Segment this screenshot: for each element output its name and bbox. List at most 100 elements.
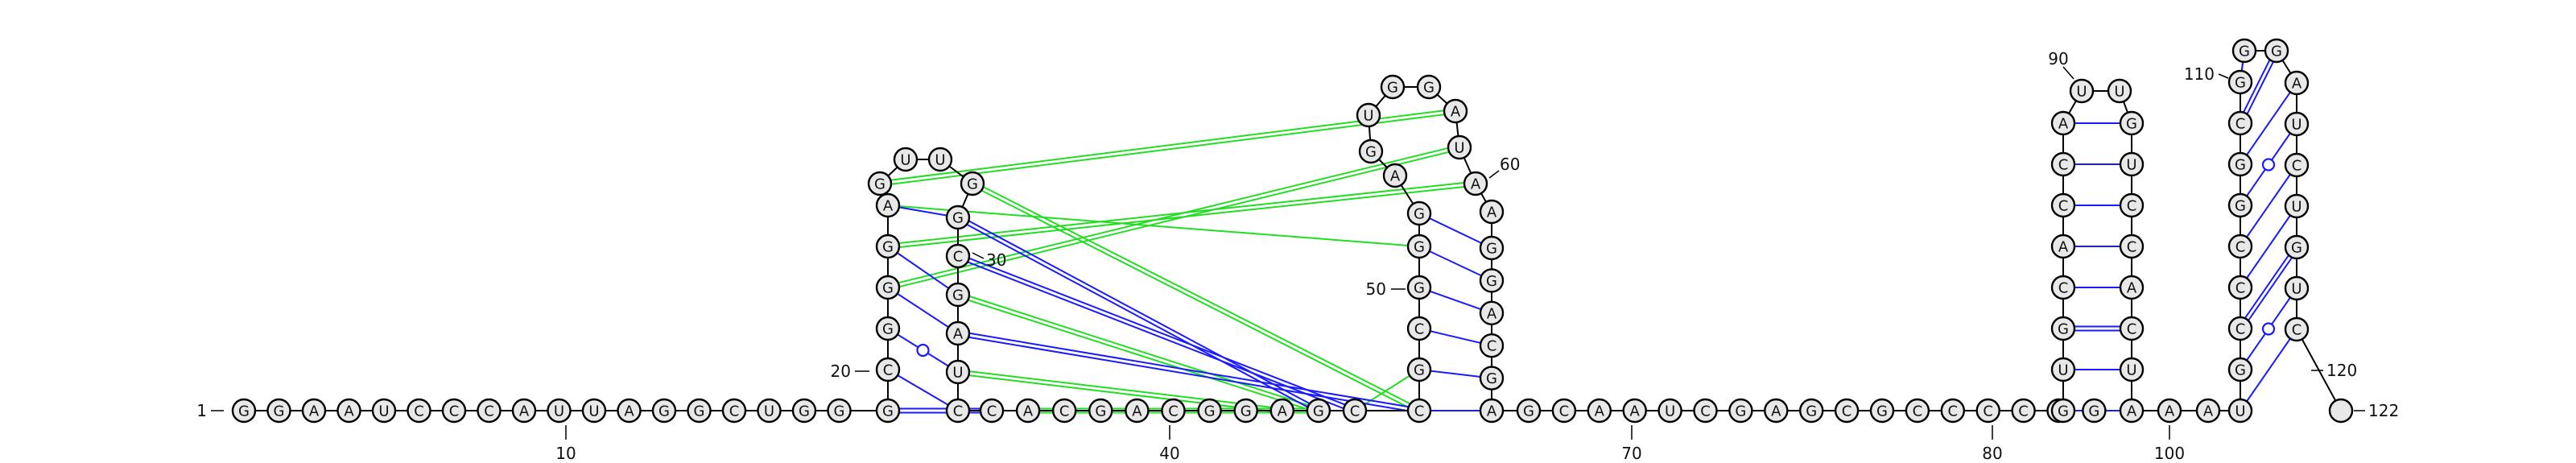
nucleotide: G xyxy=(1406,234,1432,259)
tick-mark xyxy=(2218,73,2229,79)
nucleotide: U xyxy=(2284,193,2310,219)
nucleotide: C xyxy=(2119,234,2145,259)
tertiary-interaction xyxy=(887,205,1420,247)
nucleotide-letter: A xyxy=(1487,305,1497,322)
nucleotide-letter: C xyxy=(484,403,494,420)
nucleotide: A xyxy=(301,398,327,424)
tertiary-interaction xyxy=(888,148,1460,291)
nucleotide-letter: G xyxy=(1523,403,1534,420)
position-label: 40 xyxy=(1159,444,1179,463)
nucleotide-letter: U xyxy=(764,403,774,420)
nucleotide: U xyxy=(945,359,971,385)
backbone xyxy=(244,50,2342,411)
nucleotide-letter: A xyxy=(2058,239,2069,256)
nucleotide: G xyxy=(791,398,817,424)
nucleotide-letter: A xyxy=(1132,403,1142,420)
nucleotide: G xyxy=(1306,398,1331,424)
nucleotide-letter: C xyxy=(2235,321,2246,338)
nucleotide-letter: G xyxy=(2235,75,2246,92)
nucleotide: G xyxy=(1233,398,1258,424)
nucleotide-letter: A xyxy=(519,403,530,420)
nucleotide: A xyxy=(336,398,361,424)
nucleotide: U xyxy=(2107,78,2132,104)
nucleotide: A xyxy=(2119,275,2145,300)
nucleotide-letter: G xyxy=(1423,80,1435,97)
nucleotide-letter: C xyxy=(2058,157,2069,174)
tertiary-interaction xyxy=(971,184,1419,414)
long-range-pair xyxy=(958,214,1320,410)
nucleotide-letter: G xyxy=(799,403,810,420)
nucleotide: C xyxy=(2284,152,2310,178)
position-label: 10 xyxy=(555,444,576,463)
wobble-pair-marker xyxy=(916,343,930,358)
nucleotide-letter: C xyxy=(2127,321,2137,338)
nucleotide: G xyxy=(1479,235,1505,261)
nucleotide: C xyxy=(1342,398,1368,424)
nucleotide: A xyxy=(2195,398,2221,424)
nucleotide: C xyxy=(2050,151,2076,177)
au-pair xyxy=(887,287,959,334)
nucleotide-letter: C xyxy=(2292,158,2302,175)
nucleotide: G xyxy=(827,398,852,424)
nucleotide-letter: U xyxy=(2058,362,2068,379)
nucleotide: C xyxy=(1905,398,1930,424)
nucleotide: G xyxy=(875,398,901,424)
nucleotide-letter: U xyxy=(2291,199,2301,216)
nucleotide: G xyxy=(1416,74,1442,100)
nucleotide: C xyxy=(407,398,431,424)
tertiary-interaction xyxy=(887,144,1459,287)
nucleotide: G xyxy=(1406,200,1432,226)
nucleotide-letter: G xyxy=(2126,116,2137,133)
nucleotide: A xyxy=(945,320,971,346)
nucleotide: G xyxy=(1479,268,1505,293)
nucleotide-letter: G xyxy=(1876,403,1888,420)
long-range-pair xyxy=(956,218,1319,414)
nucleotide-letter: A xyxy=(2203,403,2214,420)
nucleotide: A xyxy=(2119,398,2145,424)
nucleotide: A xyxy=(511,398,537,424)
nucleotide: G xyxy=(1479,366,1505,391)
gc-pair xyxy=(2238,246,2296,329)
nucleotide: C xyxy=(2227,234,2253,259)
nucleotide: C xyxy=(2119,316,2145,341)
position-label: 1 xyxy=(196,401,207,420)
nucleotide-letter: G xyxy=(2058,321,2069,338)
nucleotide-letter: U xyxy=(2114,84,2124,101)
nucleotide-letter: G xyxy=(1365,144,1377,161)
nucleotide: A xyxy=(1622,398,1647,424)
nucleotide-letter: A xyxy=(1487,403,1497,420)
nucleotide-letter: G xyxy=(274,403,285,420)
nucleotide: G xyxy=(1197,398,1222,424)
nucleotide: U xyxy=(927,147,953,172)
nucleotide-letter: C xyxy=(1414,321,1425,338)
position-label: 80 xyxy=(1982,444,2002,463)
nucleotide-letter: A xyxy=(1390,168,1401,185)
nucleotide: G xyxy=(2227,192,2253,218)
nucleotide: G xyxy=(1798,398,1824,424)
nucleotide: C xyxy=(1161,398,1186,424)
nucleotide-letter: C xyxy=(953,403,964,420)
nucleotide: G xyxy=(266,398,291,424)
nucleotide-letter: C xyxy=(2058,198,2069,215)
nucleotide-letter: C xyxy=(1948,403,1959,420)
nucleotide-letter: G xyxy=(2291,240,2302,257)
nucleotide-letter: A xyxy=(2058,116,2069,133)
nucleotide: U xyxy=(893,147,919,172)
gc-pair xyxy=(2241,247,2299,330)
tertiary-interaction xyxy=(888,184,1476,250)
nucleotide-letter: A xyxy=(2292,76,2302,93)
nucleotide-letter: C xyxy=(2058,280,2069,297)
nucleotide-letter: G xyxy=(1414,280,1425,297)
nucleotide: C xyxy=(1975,398,2000,424)
long-range-pair xyxy=(956,257,1355,414)
nucleotide-letter: G xyxy=(2235,198,2246,215)
nucleotide-letter: A xyxy=(2127,280,2137,297)
nucleotide-letter: C xyxy=(1414,403,1425,420)
nucleotide-letter: G xyxy=(1486,273,1497,290)
nucleotide: C xyxy=(2227,110,2253,136)
nucleotide-letter: G xyxy=(1486,241,1497,258)
tick-mark xyxy=(2062,66,2074,80)
nucleotide-letter: G xyxy=(1486,370,1497,387)
nucleotide: A xyxy=(1587,398,1612,424)
